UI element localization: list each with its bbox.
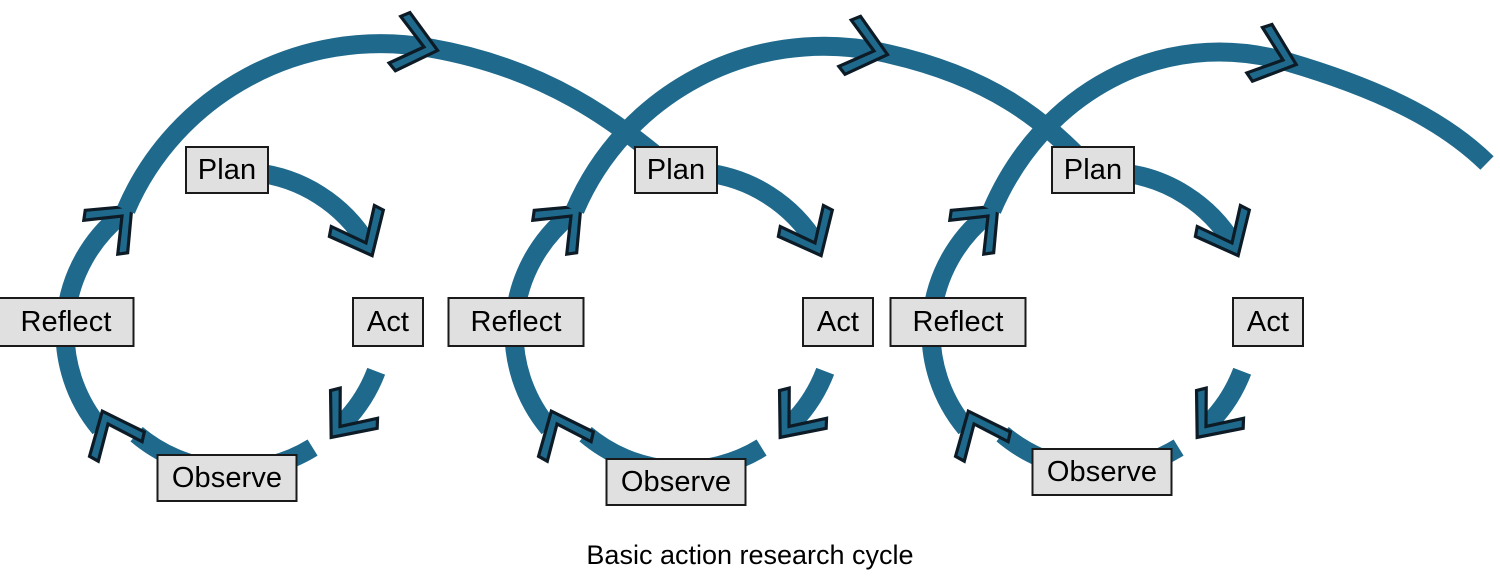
cycle-2-stage-reflect[interactable]: Reflect [447, 297, 585, 347]
cycle-3-arc-act-to-observe [1197, 367, 1252, 435]
cycle-2-stage-observe[interactable]: Observe [605, 458, 747, 506]
spiral-connector-2-to-3 [566, 12, 1100, 214]
cycle-2-stage-act[interactable]: Act [802, 297, 874, 347]
cycle-1-arc-plan-to-act [253, 163, 376, 250]
cycle-1-stage-plan[interactable]: Plan [185, 146, 269, 194]
cycle-2-arc-plan-to-act [702, 163, 825, 250]
cycle-1-stage-observe[interactable]: Observe [156, 454, 298, 502]
cycle-3-stage-act[interactable]: Act [1232, 297, 1304, 347]
spiral-arc-2-to-3 [566, 36, 1100, 214]
cycle-3-stage-reflect[interactable]: Reflect [889, 297, 1027, 347]
cycle-2-arc-act-to-observe [780, 367, 835, 435]
spiral-connector-1-to-2 [117, 9, 683, 214]
figure-caption: Basic action research cycle [586, 540, 914, 570]
cycle-3-stage-plan[interactable]: Plan [1051, 146, 1135, 194]
cycle-3-stage-observe[interactable]: Observe [1031, 448, 1173, 496]
cycle-1-stage-act[interactable]: Act [352, 297, 424, 347]
spiral-connector-3-onward [983, 20, 1494, 214]
cycle-3-arc-plan-to-act [1119, 163, 1242, 250]
cycle-1-stage-reflect[interactable]: Reflect [0, 297, 135, 347]
spiral-arc-3-onward [983, 42, 1494, 214]
cycle-1-arc-act-to-observe [331, 367, 386, 435]
cycle-2-stage-plan[interactable]: Plan [634, 146, 718, 194]
spiral-arc-1-to-2 [117, 34, 683, 214]
